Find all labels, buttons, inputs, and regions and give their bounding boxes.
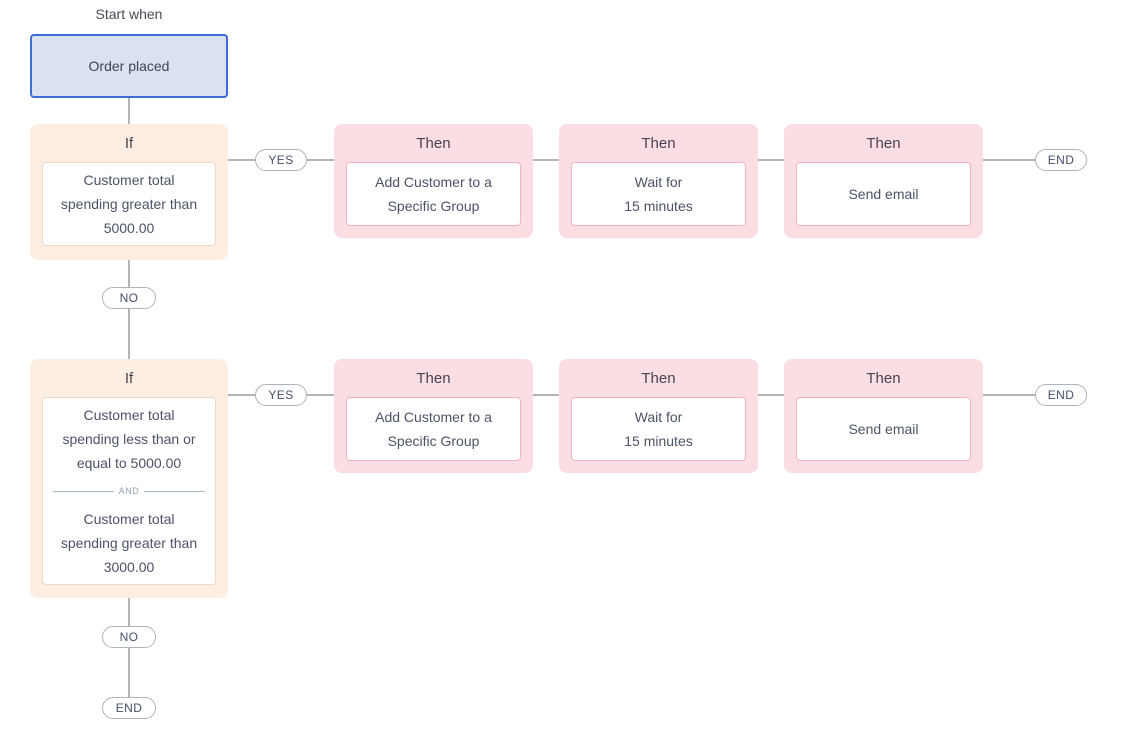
action-line: Add Customer to a — [375, 409, 492, 425]
action-line: Specific Group — [387, 433, 480, 449]
action-card-add-customer[interactable]: Add Customer to a Specific Group — [346, 397, 521, 461]
then-node-2-3-header: Then — [866, 369, 901, 387]
condition-line: spending less than or — [62, 431, 196, 447]
start-when-label: Start when — [95, 6, 163, 22]
action-line: Send email — [848, 186, 919, 202]
then-node-2-2[interactable]: Then Wait for 15 minutes — [559, 359, 758, 473]
then-node-1-3-header: Then — [866, 134, 901, 152]
condition-line: Customer total — [83, 511, 175, 527]
then-node-1-1-header: Then — [416, 134, 451, 152]
no-pill-2: NO — [102, 626, 156, 648]
action-card-send-email[interactable]: Send email — [796, 162, 971, 226]
action-line: Wait for — [634, 409, 683, 425]
and-divider: AND — [53, 479, 205, 503]
action-card-wait[interactable]: Wait for 15 minutes — [571, 162, 746, 226]
if-node-2[interactable]: If Customer total spending less than or … — [30, 359, 228, 598]
if-node-1[interactable]: If Customer total spending greater than … — [30, 124, 228, 260]
end-pill-2: END — [1035, 384, 1087, 406]
then-node-2-3[interactable]: Then Send email — [784, 359, 983, 473]
condition-line: 5000.00 — [103, 220, 155, 236]
action-line: Specific Group — [387, 198, 480, 214]
then-node-1-3[interactable]: Then Send email — [784, 124, 983, 238]
action-line: Send email — [848, 421, 919, 437]
action-line: Wait for — [634, 174, 683, 190]
trigger-node-order-placed[interactable]: Order placed — [30, 34, 228, 98]
action-card-send-email[interactable]: Send email — [796, 397, 971, 461]
and-divider-line — [53, 490, 114, 492]
condition-line: equal to 5000.00 — [76, 455, 182, 471]
action-card-add-customer[interactable]: Add Customer to a Specific Group — [346, 162, 521, 226]
then-node-2-2-header: Then — [641, 369, 676, 387]
then-node-1-2-header: Then — [641, 134, 676, 152]
action-line: Add Customer to a — [375, 174, 492, 190]
condition-line: spending greater than — [60, 196, 198, 212]
action-line: 15 minutes — [624, 433, 693, 449]
condition-line: spending greater than — [60, 535, 198, 551]
end-pill-1: END — [1035, 149, 1087, 171]
condition-line: 3000.00 — [103, 559, 155, 575]
condition-card-1[interactable]: Customer total spending greater than 500… — [42, 162, 216, 246]
then-node-1-1[interactable]: Then Add Customer to a Specific Group — [334, 124, 533, 238]
then-node-2-1[interactable]: Then Add Customer to a Specific Group — [334, 359, 533, 473]
then-node-2-1-header: Then — [416, 369, 451, 387]
if-node-2-header: If — [124, 369, 134, 387]
condition-card-2[interactable]: Customer total spending less than or equ… — [42, 397, 216, 585]
no-pill-1: NO — [102, 287, 156, 309]
yes-pill-1: YES — [255, 149, 307, 171]
action-card-wait[interactable]: Wait for 15 minutes — [571, 397, 746, 461]
yes-pill-2: YES — [255, 384, 307, 406]
condition-line: Customer total — [83, 172, 175, 188]
end-pill-final: END — [102, 697, 156, 719]
condition-line: Customer total — [83, 407, 175, 423]
and-divider-line — [144, 490, 205, 492]
action-line: 15 minutes — [624, 198, 693, 214]
then-node-1-2[interactable]: Then Wait for 15 minutes — [559, 124, 758, 238]
and-divider-label: AND — [118, 486, 140, 496]
if-node-1-header: If — [124, 134, 134, 152]
